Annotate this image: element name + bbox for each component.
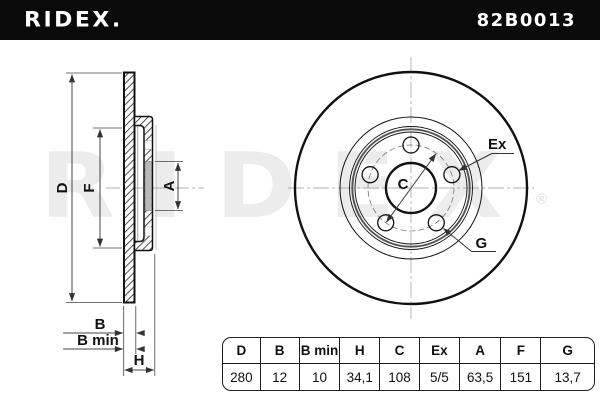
table-header-cell: C: [380, 338, 420, 364]
table-value-cell: 12: [261, 364, 300, 390]
cross-section-view: D F A B B min H: [54, 71, 204, 376]
dim-label-a: A: [161, 180, 178, 191]
table-value-cell: 5/5: [420, 364, 460, 390]
table-value-cell: 13,7: [554, 369, 581, 385]
table-header-cell: Ex: [419, 338, 460, 364]
table-value-cell: 34,1: [340, 364, 381, 390]
table-header-cell: B min: [299, 338, 341, 364]
dim-label-b-min: B min: [77, 332, 119, 349]
table-value-cell: 63,5: [460, 364, 502, 390]
disc-outer-circle: [293, 70, 529, 306]
part-number: 82B0013: [476, 9, 576, 31]
dim-label-c: C: [398, 176, 409, 193]
hat-ring-outer: [349, 126, 473, 250]
table-header-cell: F: [501, 338, 542, 364]
table-header-cell: D: [223, 338, 261, 364]
bolt-circle: [367, 144, 455, 232]
c-dim-line: [386, 153, 437, 223]
friction-inner-circle: [339, 116, 483, 260]
hat-section: [133, 115, 154, 252]
bolt-hole: [361, 166, 379, 184]
g-leader-line: [443, 228, 472, 252]
section-bolt-hole-top: [144, 140, 152, 150]
bolt-hole: [443, 166, 461, 184]
table-header-cell: H: [340, 338, 381, 364]
table-value-cell: 280: [223, 364, 261, 390]
dim-label-h: H: [134, 352, 145, 369]
dim-label-f: F: [81, 183, 98, 192]
dim-label-ex: Ex: [488, 136, 507, 153]
spec-table: D B B min H C Ex A F G 280 12 10 34,1 10…: [222, 337, 595, 391]
bolt-hole: [377, 214, 395, 232]
table-header-cell: A: [459, 338, 502, 364]
hat-ring-middle: [351, 128, 471, 248]
table-value-cell: 108: [380, 364, 420, 390]
front-view: C Ex G: [288, 57, 534, 319]
center-bore-section: [144, 161, 152, 211]
dim-label-d: D: [54, 182, 71, 193]
dim-label-g: G: [476, 235, 488, 252]
table-header-cell: B: [260, 338, 300, 364]
registered-trademark-icon: ®: [536, 191, 548, 208]
header-bar: RIDEX. 82B0013: [0, 0, 600, 40]
section-bolt-hole-bottom: [144, 226, 152, 237]
dim-label-b: B: [95, 316, 106, 333]
disc-plate-section: [123, 71, 136, 304]
table-value-cell: 151: [501, 364, 542, 390]
ridex-logo: RIDEX.: [24, 8, 123, 32]
table-value-cell: 10: [300, 364, 341, 390]
ex-leader-line: [458, 153, 493, 171]
bolt-hole: [427, 214, 445, 232]
bolt-hole: [402, 136, 420, 154]
table-header-cell: G: [541, 338, 594, 364]
hat-ring-inner: [354, 131, 468, 245]
